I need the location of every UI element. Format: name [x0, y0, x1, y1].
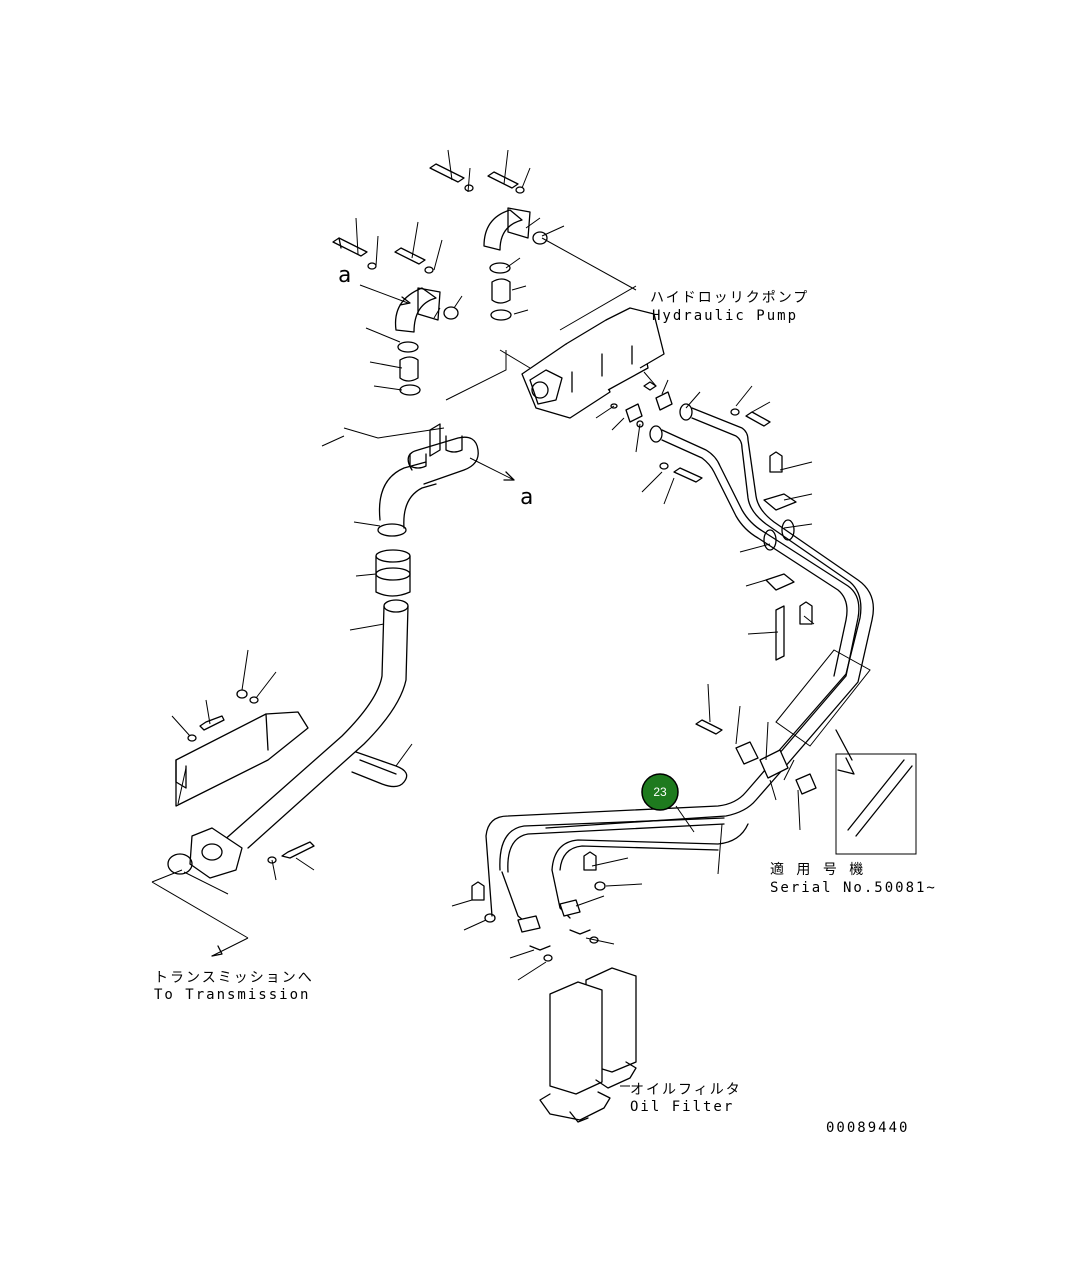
to-transmission-label-en: To Transmission	[154, 987, 310, 1003]
leader-lines	[151, 149, 815, 1087]
serial-label-en: Serial No.50081~	[770, 880, 937, 896]
to-transmission-label-jp: トランスミッションへ	[154, 970, 314, 986]
callout-23-circle	[641, 773, 679, 811]
hydraulic-pump-label-jp: ハイドロッリクポンプ	[650, 290, 809, 306]
drawing-number: 00089440	[826, 1120, 909, 1136]
callout-23[interactable]: 23	[641, 773, 695, 833]
view-marker-a-right: a	[520, 485, 533, 510]
callout-23-number: 23	[653, 785, 667, 799]
view-marker-a-top: a	[338, 263, 351, 288]
oil-filter-label-jp: オイルフィルタ	[630, 1082, 742, 1098]
oil-filter-label-en: Oil Filter	[630, 1099, 734, 1115]
pump-pipes	[485, 391, 917, 917]
oil-filter	[539, 967, 637, 1123]
hydraulic-pump	[521, 307, 665, 419]
bracket-left	[175, 689, 309, 807]
upper-left-fittings	[332, 163, 548, 396]
serial-label-jp: 適 用 号 機	[770, 861, 865, 878]
suction-tee	[167, 423, 515, 879]
hydraulic-pump-label-en: Hydraulic Pump	[652, 308, 798, 324]
lower-hoses	[471, 817, 749, 962]
